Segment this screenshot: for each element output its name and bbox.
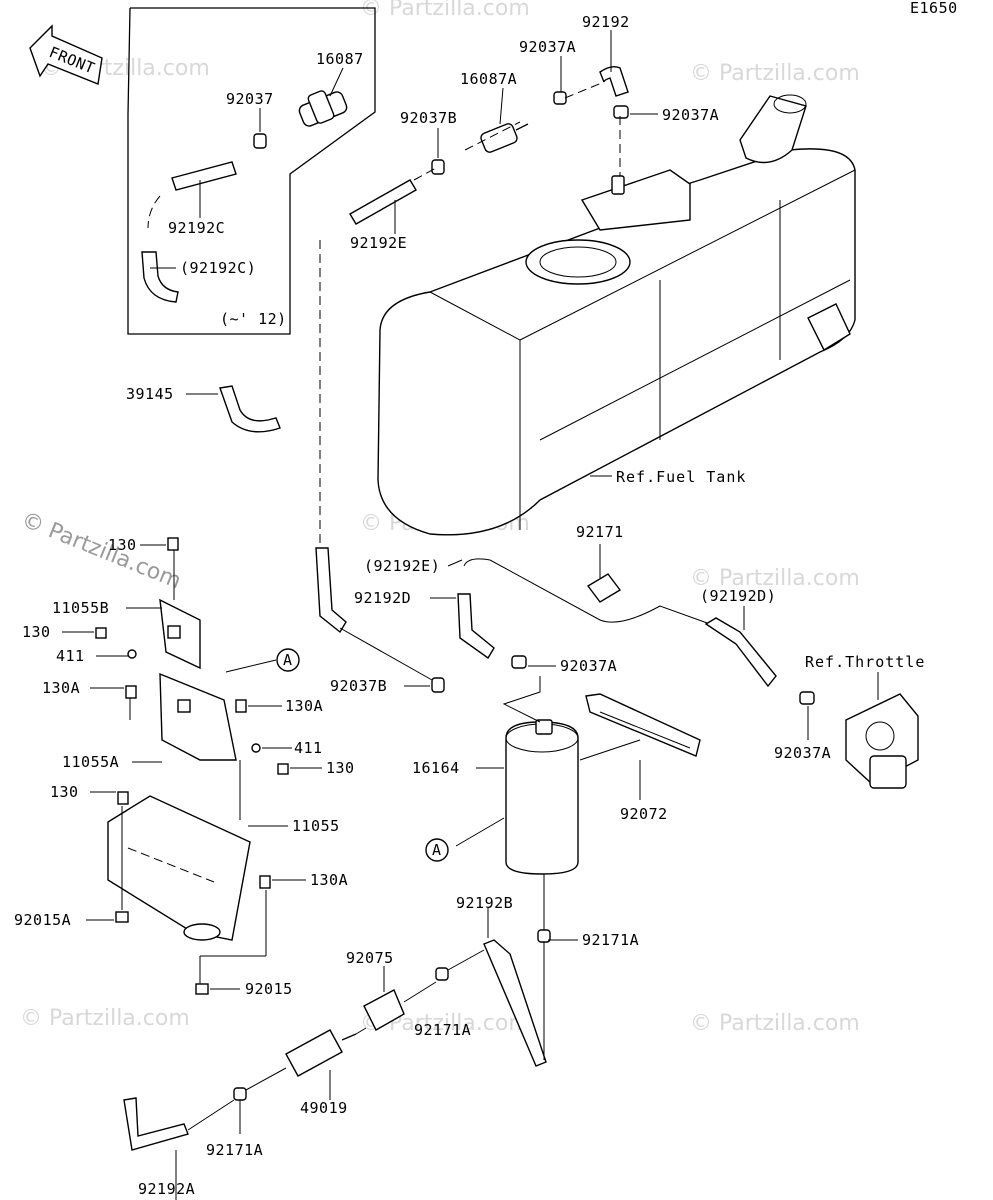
callout-92037A: 92037A: [774, 744, 831, 762]
callout-92192D: 92192D: [354, 589, 411, 607]
callout-130: 130: [108, 536, 137, 554]
callout-39145: 39145: [126, 385, 174, 403]
fuel-filter-49019: [285, 1029, 357, 1077]
callout-92171A: 92171A: [582, 931, 639, 949]
callout-411: 411: [56, 647, 85, 665]
clamp-92037B-mid: [431, 677, 445, 693]
callout-92075: 92075: [346, 949, 394, 967]
callout-16164: 16164: [412, 759, 460, 777]
bolts-130: [95, 537, 289, 889]
clamp-92037A-top: [553, 91, 567, 105]
callout-92037A: 92037A: [519, 38, 576, 56]
bracket-92072: [585, 693, 701, 757]
clamp-92037B-top: [431, 159, 445, 175]
callout-130: 130: [22, 623, 51, 641]
callout-92037A: 92037A: [560, 657, 617, 675]
callout-16087A: 16087A: [460, 70, 517, 88]
watermark-text: © Partzilla.com: [690, 566, 860, 591]
leader-lines: [150, 30, 658, 546]
watermark-text: © Partzilla.com: [360, 0, 530, 21]
callout-92192E-paren: (92192E): [364, 557, 440, 575]
marker-A-top: A: [276, 648, 300, 672]
marker-A-label: A: [432, 841, 442, 859]
hose-92192e-lower: [315, 547, 433, 681]
bracket-11055B: [159, 598, 201, 670]
callout-49019: 49019: [300, 1099, 348, 1117]
callout-92192D-paren: (92192D): [700, 587, 776, 605]
clamp-92171: [586, 573, 622, 603]
filter-92075: [363, 989, 405, 1031]
callout-92171A: 92171A: [414, 1021, 471, 1039]
hose-92192: [599, 65, 629, 97]
callout-16087: 16087: [316, 50, 364, 68]
callout-92192B: 92192B: [456, 894, 513, 912]
callout-92072: 92072: [620, 805, 668, 823]
hose-92192c-kit: [141, 161, 237, 303]
watermark-text: © Partzilla.com: [18, 507, 185, 594]
hose-39145: [219, 385, 281, 433]
hose-92192d: [457, 558, 777, 688]
clamp-92171A-right: [537, 874, 551, 1060]
callout-labels: 92192 92037A 16087 16087A 92037 92037A 9…: [14, 13, 925, 1198]
kit-variant-box: [127, 7, 376, 335]
callout-92192: 92192: [582, 13, 630, 31]
hose-92192a: [123, 1097, 189, 1151]
separator-16087A: [480, 123, 529, 153]
callout-92192C: 92192C: [168, 219, 225, 237]
marker-A-bottom: A: [425, 838, 449, 862]
watermark-text: © Partzilla.com: [20, 1006, 190, 1031]
callout-92192E: 92192E: [350, 234, 407, 252]
diagram-code: E1650: [910, 0, 958, 17]
valve-16087: [298, 90, 348, 127]
bracket-11055A: [159, 672, 237, 761]
left-leaders: [62, 544, 322, 990]
middle-leaders: [225, 544, 879, 941]
nuts-92015: [115, 911, 209, 995]
callout-92015A: 92015A: [14, 911, 71, 929]
clamp-92037-kit: [253, 133, 267, 149]
watermark-text: © Partzilla.com: [690, 61, 860, 86]
callout-92037A: 92037A: [662, 106, 719, 124]
callout-92037: 92037: [226, 90, 274, 108]
callout-130A: 130A: [285, 697, 323, 715]
callout-92037B: 92037B: [400, 109, 457, 127]
clamp-92171A-left: [233, 1087, 247, 1101]
clamp-92171A-mid: [435, 967, 449, 981]
clamp-92037A-right: [613, 105, 629, 119]
marker-A-label: A: [283, 651, 293, 669]
kit-year-note: (~' 12): [220, 310, 287, 328]
bottom-connect-lines: [175, 908, 489, 1200]
ref-fuel-tank: Ref.Fuel Tank: [616, 468, 746, 486]
callout-11055: 11055: [292, 817, 340, 835]
fuel-tank: [377, 94, 856, 536]
callout-130A: 130A: [42, 679, 80, 697]
hose-92192b: [483, 939, 547, 1067]
callout-92015: 92015: [245, 980, 293, 998]
callout-130: 130: [50, 783, 79, 801]
callout-92037B: 92037B: [330, 677, 387, 695]
callout-92171: 92171: [576, 523, 624, 541]
clamp-92037A-mid: [511, 655, 527, 669]
clamp-92037A-throttle: [799, 691, 815, 705]
callout-130: 130: [326, 759, 355, 777]
callout-92171A: 92171A: [206, 1141, 263, 1159]
callout-11055B: 11055B: [52, 599, 109, 617]
throttle-body: [845, 693, 919, 789]
watermark-text: © Partzilla.com: [690, 1011, 860, 1036]
canister-16164: [505, 719, 579, 875]
callout-92192C-paren: (92192C): [180, 259, 256, 277]
washers-411: [127, 649, 261, 753]
callout-130A: 130A: [310, 871, 348, 889]
hose-92192e: [349, 179, 417, 225]
callout-411: 411: [294, 739, 323, 757]
callout-11055A: 11055A: [62, 753, 119, 771]
bracket-11055: [107, 795, 251, 941]
ref-throttle: Ref.Throttle: [805, 653, 925, 671]
callout-92192A: 92192A: [138, 1180, 195, 1198]
